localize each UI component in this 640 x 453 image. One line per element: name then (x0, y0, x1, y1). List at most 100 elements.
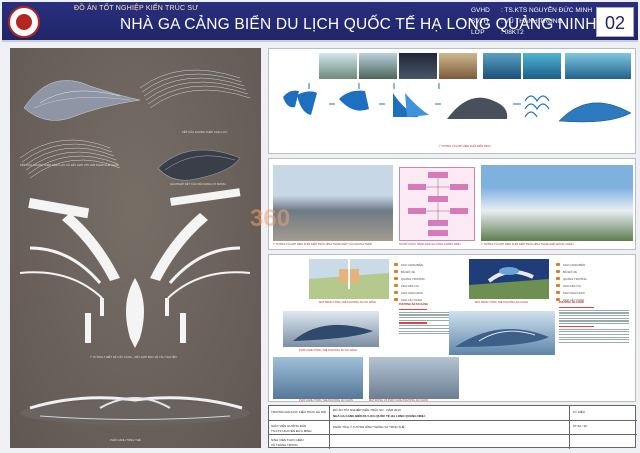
function-diagram-boxes (408, 172, 468, 236)
form-photo-1 (273, 165, 393, 241)
section-title-chosen: PHƯƠNG ÁN CHỌN (559, 301, 584, 304)
university-logo (8, 6, 40, 38)
site-caption-2: PHỐI CẢNH TỔNG THỂ PHƯƠNG ÁN SO SÁNH (299, 349, 357, 352)
credit-key: LỚP (471, 29, 485, 36)
form-caption-2: SƠ ĐỒ CHỨC NĂNG NHÀ GA CẢNG QUẢNG NINH (399, 243, 461, 246)
project-name: ĐỒ ÁN TỐT NGHIỆP KIẾN TRÚC SƯ - NĂM 2013 (333, 408, 401, 412)
site-caption-3: MẶT BẰNG TỔNG THỂ PHƯƠNG ÁN CHỌN (475, 301, 528, 304)
watermark: 360 (250, 205, 291, 232)
tb-row: VŨ THÀNH TRUNG (271, 443, 298, 447)
tb-row: TS.KTS NGUYỄN ĐỨC MINH (271, 429, 312, 433)
legend-item: KHU DỊCH VỤ (556, 282, 587, 289)
arrows (308, 83, 521, 105)
form-photo-2 (481, 165, 633, 241)
caption-plan: Ý TƯỞNG THIẾT KẾ CẦU CẢNG - KẾT HỢP BẢO … (90, 355, 177, 359)
project-label: ĐỒ ÁN TỐT NGHIỆP KIẾN TRÚC SƯ (74, 5, 199, 12)
wave-photo (483, 53, 521, 79)
concept-drawings (19, 69, 251, 425)
legend-item: KHU DỊCH VỤ (394, 282, 425, 289)
sheet-content: PHẦN TÍCH Ý TƯỞNG HÌNH THÀNH VÀ TỔNG THỂ (333, 425, 405, 429)
credit-row: GVHD : TS.KTS NGUYỄN ĐỨC MINH (471, 5, 592, 16)
legend-item: KHU NGHỈ NGƠI (394, 289, 425, 296)
form-caption-3: Ý TƯỞNG TỔ HỢP HÌNH KHỐI KIẾN TRÚC HÌNH … (481, 243, 574, 246)
credit-value: : VŨ THÀNH TRUNG (501, 18, 563, 25)
credit-row: LỚP : 08KT2 (471, 27, 592, 38)
legend-item: BÃI ĐỖ XE (556, 268, 587, 275)
divider (269, 420, 637, 421)
divider (269, 434, 637, 435)
sheet-number: 02 (596, 7, 634, 37)
credit-value: : 08KT2 (501, 29, 524, 36)
roof-sketch (558, 102, 632, 123)
shell-sketch (447, 97, 508, 119)
elevation-photo (369, 357, 459, 399)
legend-right: KHU CẢNG BIỂN BÃI ĐỖ XE QUẢNG TRƯỜNG KHU… (556, 261, 587, 303)
steel-ribs-render (139, 69, 251, 109)
comparison-notes (399, 309, 454, 336)
divider (569, 406, 570, 449)
form-panel: Ý TƯỞNG TỔ HỢP HÌNH KHỐI KIẾN TRÚC HÌNH … (268, 158, 636, 250)
shell-roof-render (23, 80, 141, 121)
comparison-perspective (283, 311, 379, 347)
halong-photo (319, 53, 357, 79)
legend-item: BÃI ĐỖ XE (394, 268, 425, 275)
credit-key: GVHD (471, 7, 490, 14)
steel-ribs-render-2 (19, 139, 121, 179)
wave-photo (523, 53, 561, 79)
function-diagram (399, 167, 475, 241)
chosen-notes (559, 307, 629, 345)
credit-key: SVTH (471, 18, 489, 25)
building-name: NHÀ GA CẢNG BIỂN DU LỊCH QUỐC TẾ HẠ LONG… (333, 414, 425, 418)
tb-row: SINH VIÊN THỰC HIỆN (271, 438, 304, 442)
halong-photo (399, 53, 437, 79)
caption-roof-a: KẾT CẤU KHUNG THÉP CHỊU LỰC (182, 130, 228, 134)
site-caption-4: PHỐI CẢNH TỔNG THỂ PHƯƠNG ÁN CHỌN (299, 399, 353, 402)
tb-row: GIÁO VIÊN HƯỚNG DẪN (271, 424, 307, 428)
halong-photo (359, 53, 397, 79)
legend-item: QUẢNG TRƯỜNG (556, 275, 587, 282)
sheet-value: KT 02 / 10 (573, 424, 587, 428)
credit-value: : TS.KTS NGUYỄN ĐỨC MINH (501, 7, 593, 14)
wave-sketch (524, 95, 550, 118)
legend-item: QUẢNG TRƯỜNG (394, 275, 425, 282)
site-plan-chosen (469, 259, 549, 299)
legend-left: KHU CẢNG BIỂN BÃI ĐỖ XE QUẢNG TRƯỜNG KHU… (394, 261, 425, 303)
left-panel: KẾT CẤU KHUNG THÉP CHỊU LỰC KẾT CẤU KHUN… (10, 48, 261, 448)
project-title: NHÀ GA CẢNG BIỂN DU LỊCH QUỐC TẾ HẠ LONG… (120, 16, 597, 33)
concept-panel: Ý TƯỞNG TỔ HỢP HÌNH KHỐI KIẾN TRÚC (268, 48, 636, 154)
site-caption-5: MẶT ĐỨNG VÀ PHỐI CẢNH PHƯƠNG ÁN CHỌN (369, 399, 428, 402)
halong-photo (439, 53, 477, 79)
comparison-roof (293, 324, 373, 341)
site-panel: KHU CẢNG BIỂN BÃI ĐỖ XE QUẢNG TRƯỜNG KHU… (268, 254, 636, 402)
school-name: TRƯỜNG ĐẠI HỌC KIẾN TRÚC HÀ NỘI (271, 410, 327, 414)
chosen-roof (455, 329, 549, 347)
caption-roof-c: GIẢI PHÁP KẾT CẤU MÁI DẠNG VỎ MỎNG (170, 182, 226, 186)
title-block: TRƯỜNG ĐẠI HỌC KIẾN TRÚC HÀ NỘI ĐỒ ÁN TỐ… (268, 405, 637, 449)
legend-item: KHU CẢNG BIỂN (394, 261, 425, 268)
section-title-comparison: PHƯƠNG ÁN SO SÁNH (399, 303, 428, 306)
concept-caption: Ý TƯỞNG TỔ HỢP HÌNH KHỐI KIẾN TRÚC (439, 145, 491, 148)
sheet-label: KÝ HIỆU (573, 410, 586, 414)
chosen-perspective (449, 311, 555, 355)
credit-row: SVTH : VŨ THÀNH TRUNG (471, 16, 592, 27)
wave-photo (565, 53, 631, 79)
divider (329, 406, 330, 449)
shell-roof-render-2 (157, 149, 241, 181)
overall-perspective (273, 357, 363, 399)
site-plan-comparison-drawing (309, 259, 389, 299)
legend-item: KHU CÂY XANH (394, 296, 425, 303)
bottom-perspective (20, 396, 250, 425)
legend-item: KHU CÂY XANH (556, 296, 587, 303)
caption-roof-b: KẾT CẤU KHUNG THÉP CHỊU LỰC VÀ KẾT HỢP V… (20, 163, 120, 167)
form-caption-1: Ý TƯỞNG TỔ HỢP HÌNH KHỐI KIẾN TRÚC HÌNH … (273, 243, 372, 246)
legend-item: KHU CẢNG BIỂN (556, 261, 587, 268)
port-plan (19, 188, 251, 348)
site-plan-comparison (309, 259, 389, 299)
site-plan-chosen-drawing (469, 267, 549, 299)
concept-sketches (283, 83, 632, 123)
legend-item: KHU NGHỈ NGƠI (556, 289, 587, 296)
caption-perspective: PHỐI CẢNH TỔNG THỂ (110, 438, 141, 442)
credits: GVHD : TS.KTS NGUYỄN ĐỨC MINH SVTH : VŨ TH… (471, 5, 592, 38)
header-banner: ĐỒ ÁN TỐT NGHIỆP KIẾN TRÚC SƯ NHÀ GA CẢN… (2, 2, 638, 42)
site-caption-1: MẶT BẰNG TỔNG THỂ PHƯƠNG ÁN SO SÁNH (319, 301, 376, 304)
